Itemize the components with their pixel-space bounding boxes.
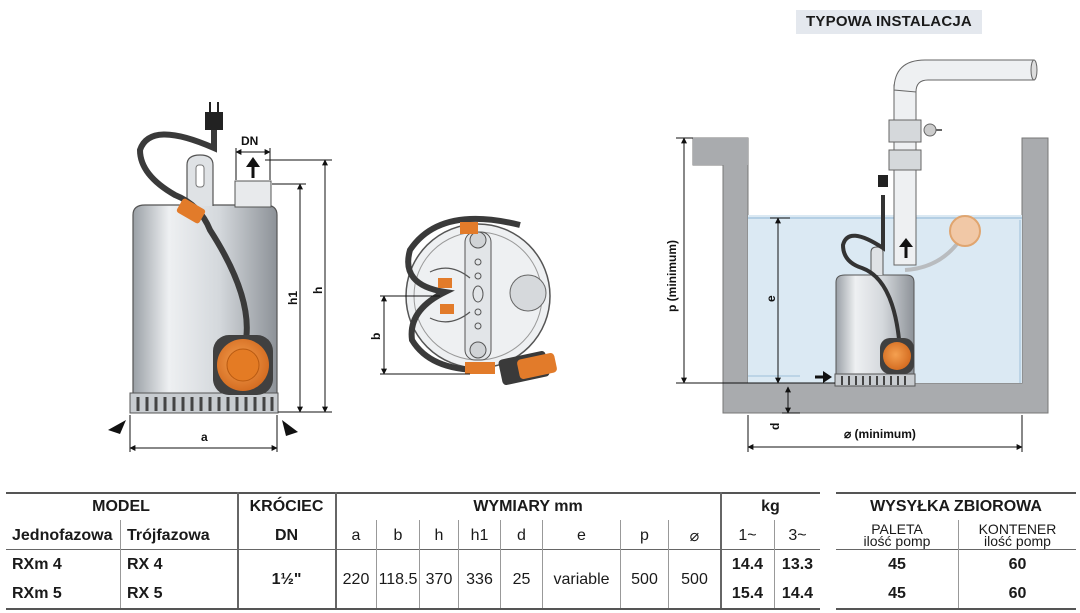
subheader-dim-h1: h1 xyxy=(470,526,489,544)
value-dim-diameter: 500 xyxy=(681,570,708,588)
row1-three-phase-model: RX 4 xyxy=(127,556,163,573)
subheader-dim-a: a xyxy=(351,526,361,544)
label-a: a xyxy=(201,430,208,444)
row2-kg-3phase: 14.4 xyxy=(781,585,814,602)
subheader-kontener: KONTENER ilość pomp xyxy=(959,520,1076,549)
subheader-kg-1phase: 1~ xyxy=(738,526,757,544)
label-dn: DN xyxy=(241,134,258,148)
subheader-trojfazowa: Trójfazowa xyxy=(127,526,210,544)
header-krociec: KRÓCIEC xyxy=(249,498,324,515)
side-view-dimensions xyxy=(108,148,332,452)
row2-kontener: 60 xyxy=(1008,585,1027,602)
paleta-line2: ilość pomp xyxy=(863,532,931,549)
label-p-minimum: p (minimum) xyxy=(665,240,679,312)
value-dim-p: 500 xyxy=(631,570,658,588)
subheader-dim-p: p xyxy=(640,526,649,544)
shared-dn: 1½" xyxy=(271,570,302,588)
header-wysylka: WYSYŁKA ZBIOROWA xyxy=(870,498,1042,515)
row2-kg-1phase: 15.4 xyxy=(731,585,764,602)
subheader-paleta: PALETA ilość pomp xyxy=(836,520,958,549)
row1-kg-3phase: 13.3 xyxy=(781,556,814,573)
row1-single-phase-model: RXm 4 xyxy=(12,556,62,573)
subheader-dim-d: d xyxy=(517,526,526,544)
paleta-line1: PALETA xyxy=(871,520,923,537)
subheader-jednofazowa: Jednofazowa xyxy=(12,526,113,544)
label-diameter-minimum: ⌀ (minimum) xyxy=(844,427,916,441)
value-dim-h: 370 xyxy=(425,570,453,588)
label-b: b xyxy=(369,333,383,340)
value-dim-a: 220 xyxy=(342,570,370,588)
row2-single-phase-model: RXm 5 xyxy=(12,585,62,602)
pump-side-view xyxy=(129,102,279,414)
header-model: MODEL xyxy=(92,498,150,515)
row2-paleta: 45 xyxy=(888,585,906,602)
value-dim-h1: 336 xyxy=(466,570,493,588)
kontener-line1: KONTENER xyxy=(978,520,1057,537)
header-wymiary: WYMIARY mm xyxy=(473,498,583,515)
subheader-kg-3phase: 3~ xyxy=(788,526,807,544)
top-view-dimensions xyxy=(380,295,470,375)
pump-top-view xyxy=(405,215,557,385)
label-h: h xyxy=(311,287,325,294)
label-h1: h1 xyxy=(286,291,300,305)
subheader-dim-e: e xyxy=(577,526,586,544)
subheader-dn: DN xyxy=(274,526,299,544)
label-e: e xyxy=(764,295,778,302)
row1-kontener: 60 xyxy=(1008,556,1027,573)
subheader-dim-diameter: ⌀ xyxy=(689,527,700,545)
row1-paleta: 45 xyxy=(888,556,906,573)
installation-title: TYPOWA INSTALACJA xyxy=(796,10,982,34)
drawings-area: a DN h1 h b p (minimum) e d ⌀ (minimum) xyxy=(108,59,1049,452)
installation-dimensions xyxy=(676,137,1023,452)
header-kg: kg xyxy=(761,498,780,515)
value-dim-e: variable xyxy=(553,570,610,588)
label-d: d xyxy=(768,423,782,430)
row2-three-phase-model: RX 5 xyxy=(127,585,163,602)
row1-kg-1phase: 14.4 xyxy=(731,556,764,573)
subheader-dim-b: b xyxy=(393,526,403,544)
kontener-line2: ilość pomp xyxy=(984,532,1051,549)
value-dim-b: 118.5 xyxy=(378,570,418,588)
value-dim-d: 25 xyxy=(512,570,531,588)
subheader-dim-h: h xyxy=(434,526,444,544)
installation-diagram xyxy=(692,59,1049,414)
